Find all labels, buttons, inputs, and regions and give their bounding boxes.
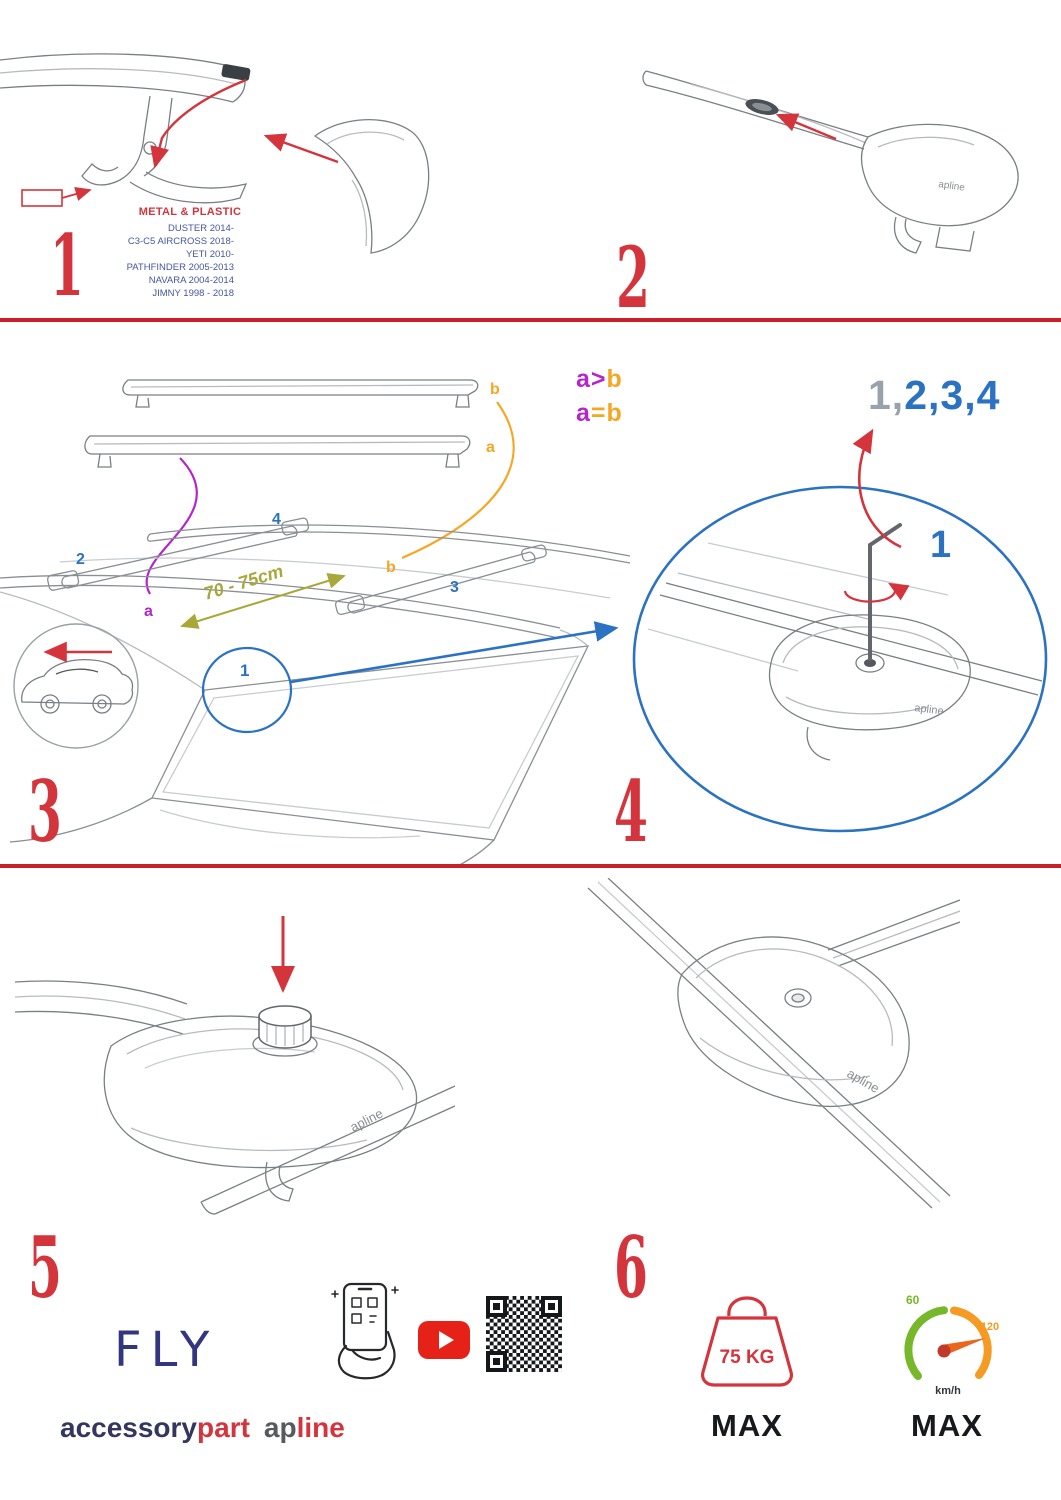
step-number-6: 6 xyxy=(614,1218,648,1317)
step2-bar-end-drawing: apline xyxy=(642,70,1019,254)
logo-ap: ap xyxy=(263,1412,297,1443)
tightening-knob xyxy=(258,1005,312,1049)
brand-on-foot: apline xyxy=(845,1066,883,1096)
product-name: FLY xyxy=(114,1322,219,1378)
step1-red-arrows xyxy=(21,78,339,207)
cmp2-a: a xyxy=(576,399,591,427)
rotate-arrow-icon xyxy=(843,582,910,603)
knob-knurling xyxy=(266,1024,304,1046)
callout-arrow-icon xyxy=(61,187,92,201)
bar-b-position-curve xyxy=(401,401,515,560)
logo-part: part xyxy=(197,1412,250,1443)
model-item: C3-C5 AIRCROSS 2018- xyxy=(127,236,234,247)
step6-mounted-drawing: apline xyxy=(587,878,960,1209)
gauge-hub xyxy=(937,1344,951,1358)
step-number-4: 4 xyxy=(614,762,648,861)
model-item: NAVARA 2004-2014 xyxy=(148,275,234,286)
speed-unit-label: km/h xyxy=(935,1385,961,1397)
roof-b-label: b xyxy=(386,559,396,576)
model-item: YETI 2010- xyxy=(185,249,234,260)
detail-link-arrow-icon xyxy=(290,621,619,684)
distance-arrow-icon xyxy=(180,573,346,629)
max-load-icon: 75 KG xyxy=(701,1296,793,1387)
step3-roof-overview-drawing: b a xyxy=(0,379,631,868)
detail-circle xyxy=(201,646,293,734)
model-item: PATHFINDER 2005-2013 xyxy=(126,262,234,273)
badge-to-clamp-arrow-icon xyxy=(150,78,247,169)
step-number-2: 2 xyxy=(616,228,650,327)
step1-clamp-drawing xyxy=(0,53,430,254)
end-cap-opening-inner xyxy=(752,102,772,112)
qr-finder-pattern xyxy=(486,1351,507,1372)
play-triangle-icon xyxy=(439,1331,454,1349)
car-direction-inset xyxy=(13,623,139,749)
max-speed-label: MAX xyxy=(911,1408,983,1443)
max-load-value: 75 KG xyxy=(720,1347,775,1368)
insert-arrow-icon xyxy=(775,113,837,141)
section-divider xyxy=(0,318,1061,322)
brand-on-foot: apline xyxy=(348,1106,386,1135)
scan-qr-phone-icon xyxy=(331,1282,399,1380)
car-roof-drawing xyxy=(0,517,631,868)
brand-on-foot: apline xyxy=(914,702,945,717)
brand-badge xyxy=(221,64,251,81)
comparison-line-1: a>b xyxy=(576,362,623,396)
model-item: DUSTER 2014- xyxy=(168,223,234,234)
clamp-foot-drawing xyxy=(15,980,455,1215)
cmp2-op: = xyxy=(590,399,607,427)
step-number-3: 3 xyxy=(28,762,62,861)
bolt-hole xyxy=(864,659,876,667)
comparison-line-2: a=b xyxy=(576,396,623,430)
youtube-icon xyxy=(418,1321,470,1359)
clamp-on-rail-drawing xyxy=(647,542,1043,761)
step4-tightening-detail-drawing: 1 apline xyxy=(632,428,1048,833)
section-divider xyxy=(0,864,1061,868)
sequence-rest: 2,3,4 xyxy=(904,372,1001,418)
position-2-label: 2 xyxy=(76,551,85,568)
position-4-label: 4 xyxy=(272,511,281,528)
detail-magnifier-circle xyxy=(632,485,1048,833)
logo-accessory: accessory xyxy=(60,1412,198,1443)
gauge-needle xyxy=(941,1338,986,1357)
model-item: JIMNY 1998 - 2018 xyxy=(152,288,234,299)
position-1-label: 1 xyxy=(240,661,249,680)
position-3-label: 3 xyxy=(450,579,459,596)
bar-a-label: a xyxy=(486,439,495,456)
bar-a-position-curve xyxy=(145,457,198,595)
step-number-5: 5 xyxy=(28,1218,62,1317)
cmp1-b: b xyxy=(606,365,623,393)
crossbars-pair xyxy=(84,379,479,468)
cmp1-op: > xyxy=(590,365,607,393)
logo-line: line xyxy=(296,1412,345,1443)
compatible-models-list: DUSTER 2014- C3-C5 AIRCROSS 2018- YETI 2… xyxy=(58,222,234,300)
first-step-label: 1 xyxy=(930,524,951,566)
speed-low-label: 60 xyxy=(906,1293,920,1307)
size-comparison: a>b a=b xyxy=(576,362,623,430)
cmp2-b: b xyxy=(606,399,623,427)
qr-finder-pattern xyxy=(486,1296,507,1317)
sequence-pointer-arrow-icon xyxy=(852,428,902,549)
qr-code xyxy=(486,1296,562,1372)
brand-on-foot: apline xyxy=(938,179,966,194)
mounted-clamp-drawing xyxy=(587,878,960,1209)
speed-high-label: 120 xyxy=(981,1321,999,1333)
bar-perspective-view xyxy=(642,70,1019,254)
qr-finder-pattern xyxy=(541,1296,562,1317)
max-speed-gauge-icon: 60 120 km/h xyxy=(904,1293,999,1397)
cmp1-a: a xyxy=(576,365,591,393)
sequence-prefix: 1, xyxy=(868,372,905,418)
tightening-sequence: 1,2,3,4 xyxy=(868,372,1000,419)
step-number-1: 1 xyxy=(50,216,84,315)
bar-b-label: b xyxy=(490,381,500,398)
step5-knob-drawing: apline xyxy=(15,916,455,1215)
callout-box xyxy=(21,189,63,207)
roof-a-label: a xyxy=(144,603,153,620)
cover-to-bar-arrow-icon xyxy=(263,133,339,164)
material-label: METAL & PLASTIC xyxy=(138,206,242,218)
max-load-label: MAX xyxy=(711,1408,783,1443)
